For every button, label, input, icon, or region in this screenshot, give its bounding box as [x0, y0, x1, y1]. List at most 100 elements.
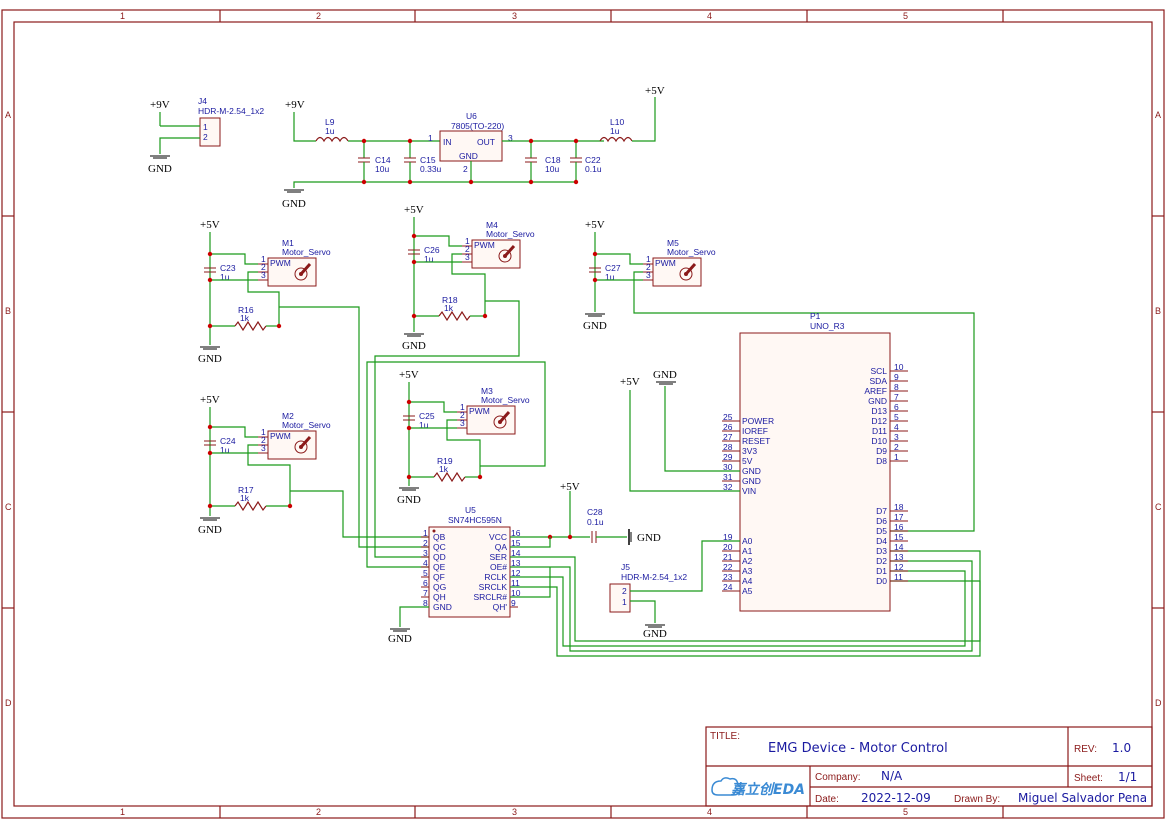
svg-text:C14: C14 [375, 155, 391, 165]
svg-text:12: 12 [511, 568, 521, 578]
p1-pin-d3: 14 D3 [876, 542, 908, 556]
column-label: 1 [120, 807, 125, 817]
svg-text:QC: QC [433, 542, 446, 552]
svg-text:RESET: RESET [742, 436, 770, 446]
svg-text:8: 8 [894, 382, 899, 392]
svg-text:1: 1 [622, 597, 627, 607]
pwm-label: PWM [655, 258, 676, 268]
svg-text:D0: D0 [876, 576, 887, 586]
svg-text:30: 30 [723, 462, 733, 472]
power-5v-label: +5V [200, 219, 220, 231]
arduino-power-wires: +5V GND [620, 369, 740, 492]
capacitor-ref: C26 [424, 245, 440, 255]
svg-text:AREF: AREF [864, 386, 887, 396]
column-label: 4 [707, 11, 712, 21]
resistor-ref: R17 [238, 485, 254, 495]
svg-text:OUT: OUT [477, 137, 495, 147]
servo-value: Motor_Servo [667, 247, 716, 257]
inductor-l9[interactable]: L9 1u [315, 117, 349, 143]
resistor-value: 1k [444, 303, 454, 313]
row-label: C [5, 502, 12, 512]
svg-text:2: 2 [646, 262, 651, 272]
svg-text:1: 1 [423, 528, 428, 538]
rev-label: REV: [1074, 744, 1097, 755]
servo-value: Motor_Servo [282, 247, 331, 257]
svg-text:SN74HC595N: SN74HC595N [448, 515, 502, 525]
svg-text:UNO_R3: UNO_R3 [810, 321, 845, 331]
svg-text:26: 26 [723, 422, 733, 432]
date-label: Date: [815, 794, 839, 805]
servo-icon [498, 244, 516, 263]
svg-text:A0: A0 [742, 536, 753, 546]
svg-text:5: 5 [423, 568, 428, 578]
svg-text:D2: D2 [876, 556, 887, 566]
svg-text:15: 15 [894, 532, 904, 542]
row-label: A [5, 110, 11, 120]
svg-text:3: 3 [423, 548, 428, 558]
svg-text:IOREF: IOREF [742, 426, 768, 436]
svg-text:3: 3 [261, 270, 266, 280]
svg-text:D3: D3 [876, 546, 887, 556]
svg-text:3: 3 [261, 443, 266, 453]
inductor-l10[interactable]: L10 1u [599, 117, 633, 143]
svg-text:L10: L10 [610, 117, 624, 127]
capacitor-value: 1u [605, 272, 615, 282]
sheet-value: 1/1 [1118, 770, 1137, 784]
svg-text:D8: D8 [876, 456, 887, 466]
svg-text:1: 1 [428, 133, 433, 143]
svg-text:QF: QF [433, 572, 445, 582]
resistor-ref: R19 [437, 456, 453, 466]
svg-text:27: 27 [723, 432, 733, 442]
connector-j5[interactable]: J5 HDR-M-2.54_1x2 2 1 GND [609, 540, 740, 640]
svg-text:3: 3 [465, 252, 470, 262]
connector-j4[interactable]: J4 HDR-M-2.54_1x2 1 2 [198, 96, 264, 147]
power-5v-output: +5V [632, 85, 665, 142]
svg-text:D7: D7 [876, 506, 887, 516]
svg-text:32: 32 [723, 482, 733, 492]
regulator-u6[interactable]: U6 7805(TO-220) IN OUT GND 1 3 2 [428, 111, 513, 174]
u5-pin-qf: 5 QF [421, 568, 445, 582]
sheet-label: Sheet: [1074, 773, 1103, 784]
svg-text:GND: GND [643, 628, 667, 640]
svg-text:9: 9 [894, 372, 899, 382]
servo-icon [493, 410, 511, 429]
svg-text:QE: QE [433, 562, 446, 572]
svg-text:QA: QA [495, 542, 508, 552]
svg-text:14: 14 [894, 542, 904, 552]
svg-text:1u: 1u [610, 126, 620, 136]
svg-text:U6: U6 [466, 111, 477, 121]
arduino-p1[interactable]: P1 UNO_R3 [739, 311, 891, 612]
shift-register-u5[interactable]: U5 SN74HC595N [428, 505, 511, 618]
drawn-by-label: Drawn By: [954, 794, 1000, 805]
ground-label: GND [198, 524, 222, 536]
resistor-ref: R18 [442, 295, 458, 305]
svg-text:3: 3 [460, 418, 465, 428]
capacitor-value: 1u [419, 420, 429, 430]
